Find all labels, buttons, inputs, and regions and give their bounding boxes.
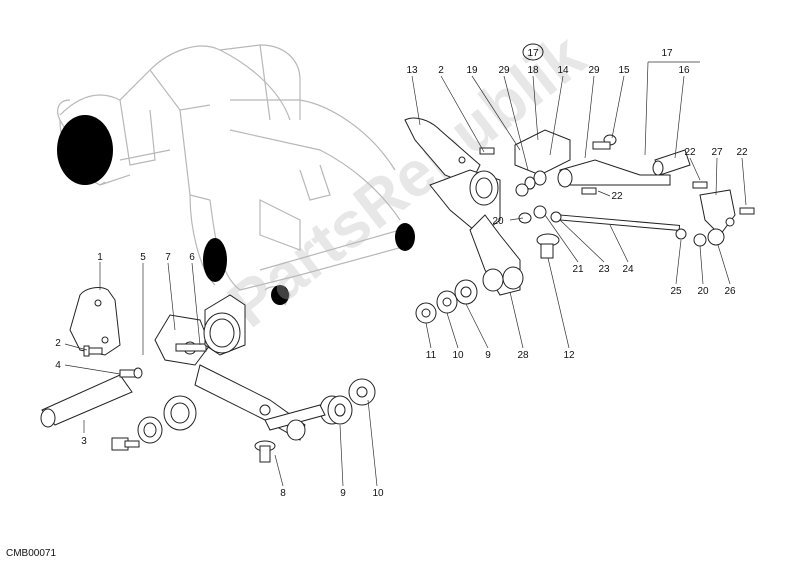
callouts-right: 13 2 19 29 17 18 14 29 15 17 16 22 27 22… xyxy=(406,48,748,361)
callout-10-right: 10 xyxy=(452,350,464,361)
bolt-15-part xyxy=(592,134,617,150)
callout-9: 9 xyxy=(340,488,346,499)
callout-20-a: 20 xyxy=(492,216,504,227)
callout-2: 2 xyxy=(55,338,61,349)
rubber-16-part xyxy=(652,149,691,176)
brake-arm-part xyxy=(469,214,524,296)
bracket-part xyxy=(154,314,211,366)
washers-11-10-9-part xyxy=(415,279,478,324)
washer-10-part xyxy=(348,378,376,406)
callout-29-b: 29 xyxy=(588,65,600,76)
heel-guard-part xyxy=(69,287,121,356)
callout-5: 5 xyxy=(140,252,146,263)
bolt-12-part xyxy=(536,233,560,259)
callout-22-b: 22 xyxy=(736,147,748,158)
bolt-left-part xyxy=(111,437,140,451)
nut-25-part xyxy=(675,228,707,247)
callout-28: 28 xyxy=(517,350,529,361)
footpeg-right-part xyxy=(514,129,571,176)
footpeg-part xyxy=(40,374,133,428)
callout-24: 24 xyxy=(622,264,634,275)
callout-25: 25 xyxy=(670,286,682,297)
callout-26: 26 xyxy=(724,286,736,297)
spring-part xyxy=(515,170,547,197)
linkage-rod-24-part xyxy=(559,214,681,231)
callout-12: 12 xyxy=(563,350,575,361)
callouts-left: 1 2 3 4 5 6 7 8 9 10 xyxy=(55,252,384,499)
bolt-22a-part xyxy=(581,187,597,195)
frame-swingarm-outline xyxy=(57,44,415,306)
callout-14: 14 xyxy=(557,65,569,76)
pivot-housing-part xyxy=(203,294,246,356)
callout-4: 4 xyxy=(55,360,61,371)
bushing-left-part xyxy=(137,395,197,444)
callout-6: 6 xyxy=(189,252,195,263)
bushing-9-part xyxy=(319,395,353,425)
callout-9-right: 9 xyxy=(485,350,491,361)
callout-3: 3 xyxy=(81,436,87,447)
callout-13: 13 xyxy=(406,65,418,76)
callout-19: 19 xyxy=(466,65,478,76)
leader-lines xyxy=(64,61,747,487)
screw-part xyxy=(83,345,103,357)
callout-7: 7 xyxy=(165,252,171,263)
callout-29-a: 29 xyxy=(498,65,510,76)
callout-20-b: 20 xyxy=(697,286,709,297)
callout-11: 11 xyxy=(426,350,437,361)
screw-2-right-part xyxy=(479,147,495,155)
callout-22-a: 22 xyxy=(611,191,623,202)
callout-17: 17 xyxy=(661,48,673,59)
callout-17-circle xyxy=(522,43,544,61)
bolt-22b-part xyxy=(692,181,708,189)
linkage-rod-left-part xyxy=(264,404,326,441)
callout-1: 1 xyxy=(97,252,103,263)
callout-8: 8 xyxy=(280,488,286,499)
callout-16: 16 xyxy=(678,65,690,76)
callout-27: 27 xyxy=(711,147,723,158)
bolt-22c-part xyxy=(739,207,755,215)
rod-end-right-part xyxy=(699,189,736,246)
drawing-code: CMB00071 xyxy=(6,548,56,559)
callout-18: 18 xyxy=(527,65,539,76)
callout-17-circled: 17 xyxy=(527,48,539,59)
callout-10: 10 xyxy=(372,488,384,499)
callout-23: 23 xyxy=(598,264,610,275)
bolt-8-part xyxy=(254,440,276,463)
callout-15: 15 xyxy=(618,65,630,76)
small-washers-part xyxy=(518,205,562,224)
callout-22-c: 22 xyxy=(684,147,696,158)
shift-lever-right-part xyxy=(557,159,671,188)
spring-pin-part xyxy=(119,367,143,379)
callout-21: 21 xyxy=(572,264,584,275)
callout-2-right: 2 xyxy=(438,65,444,76)
